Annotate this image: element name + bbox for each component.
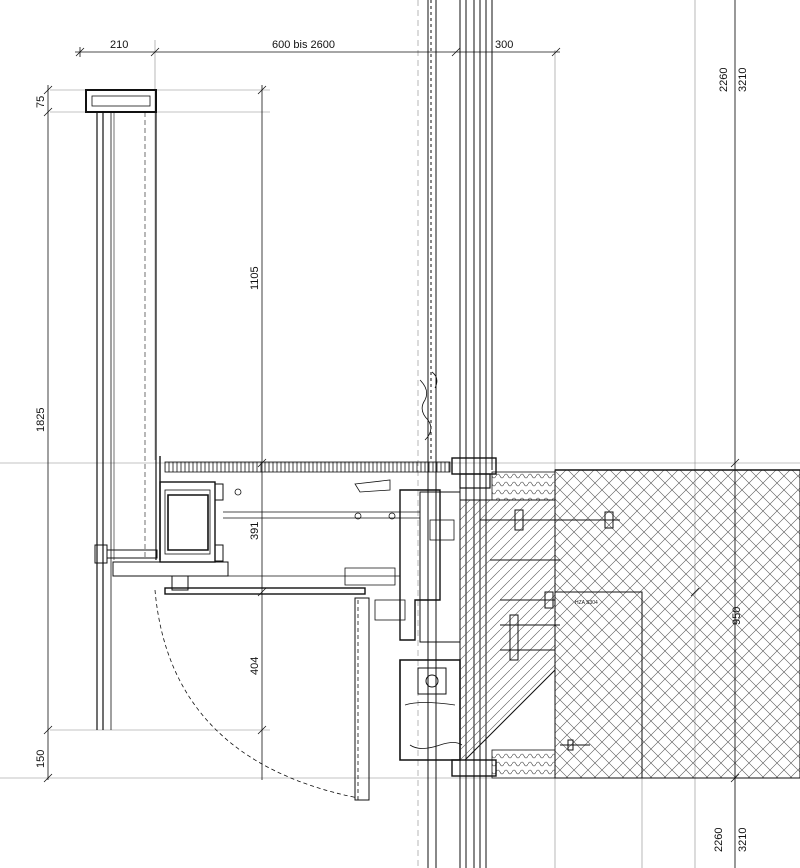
- anchor-code-label: HZA S304: [575, 600, 598, 606]
- dim-1825: 1825: [35, 408, 47, 432]
- door-swing-arc: [154, 589, 359, 800]
- dim-1105: 1105: [249, 266, 261, 290]
- dim-150: 150: [35, 750, 47, 768]
- glazing-clamps: [451, 457, 497, 777]
- dim-404: 404: [249, 657, 261, 675]
- fixing-detail: [419, 371, 438, 441]
- dim-210: 210: [110, 39, 128, 51]
- spandrel-insulation: [459, 471, 556, 779]
- steel-beam: [159, 481, 420, 563]
- dim-3210-top: 3210: [737, 68, 749, 92]
- dim-3210-bottom: 3210: [737, 828, 749, 852]
- dim-600-bis-2600: 600 bis 2600: [272, 39, 335, 51]
- dim-75: 75: [35, 96, 47, 108]
- dim-2260-top: 2260: [718, 68, 730, 92]
- dim-2260-bottom: 2260: [713, 828, 725, 852]
- maintenance-grating: [159, 456, 451, 560]
- dim-300: 300: [495, 39, 513, 51]
- anchor-bolts: [480, 509, 620, 751]
- concrete-slab: [554, 469, 800, 779]
- dimension-lines: [43, 0, 740, 868]
- dim-391: 391: [249, 522, 261, 540]
- anchor-bracket: [374, 489, 463, 761]
- dim-950: 950: [731, 607, 743, 625]
- left-glass-panel: [85, 89, 158, 730]
- support-console: [112, 479, 400, 595]
- door-leaf: [354, 597, 370, 801]
